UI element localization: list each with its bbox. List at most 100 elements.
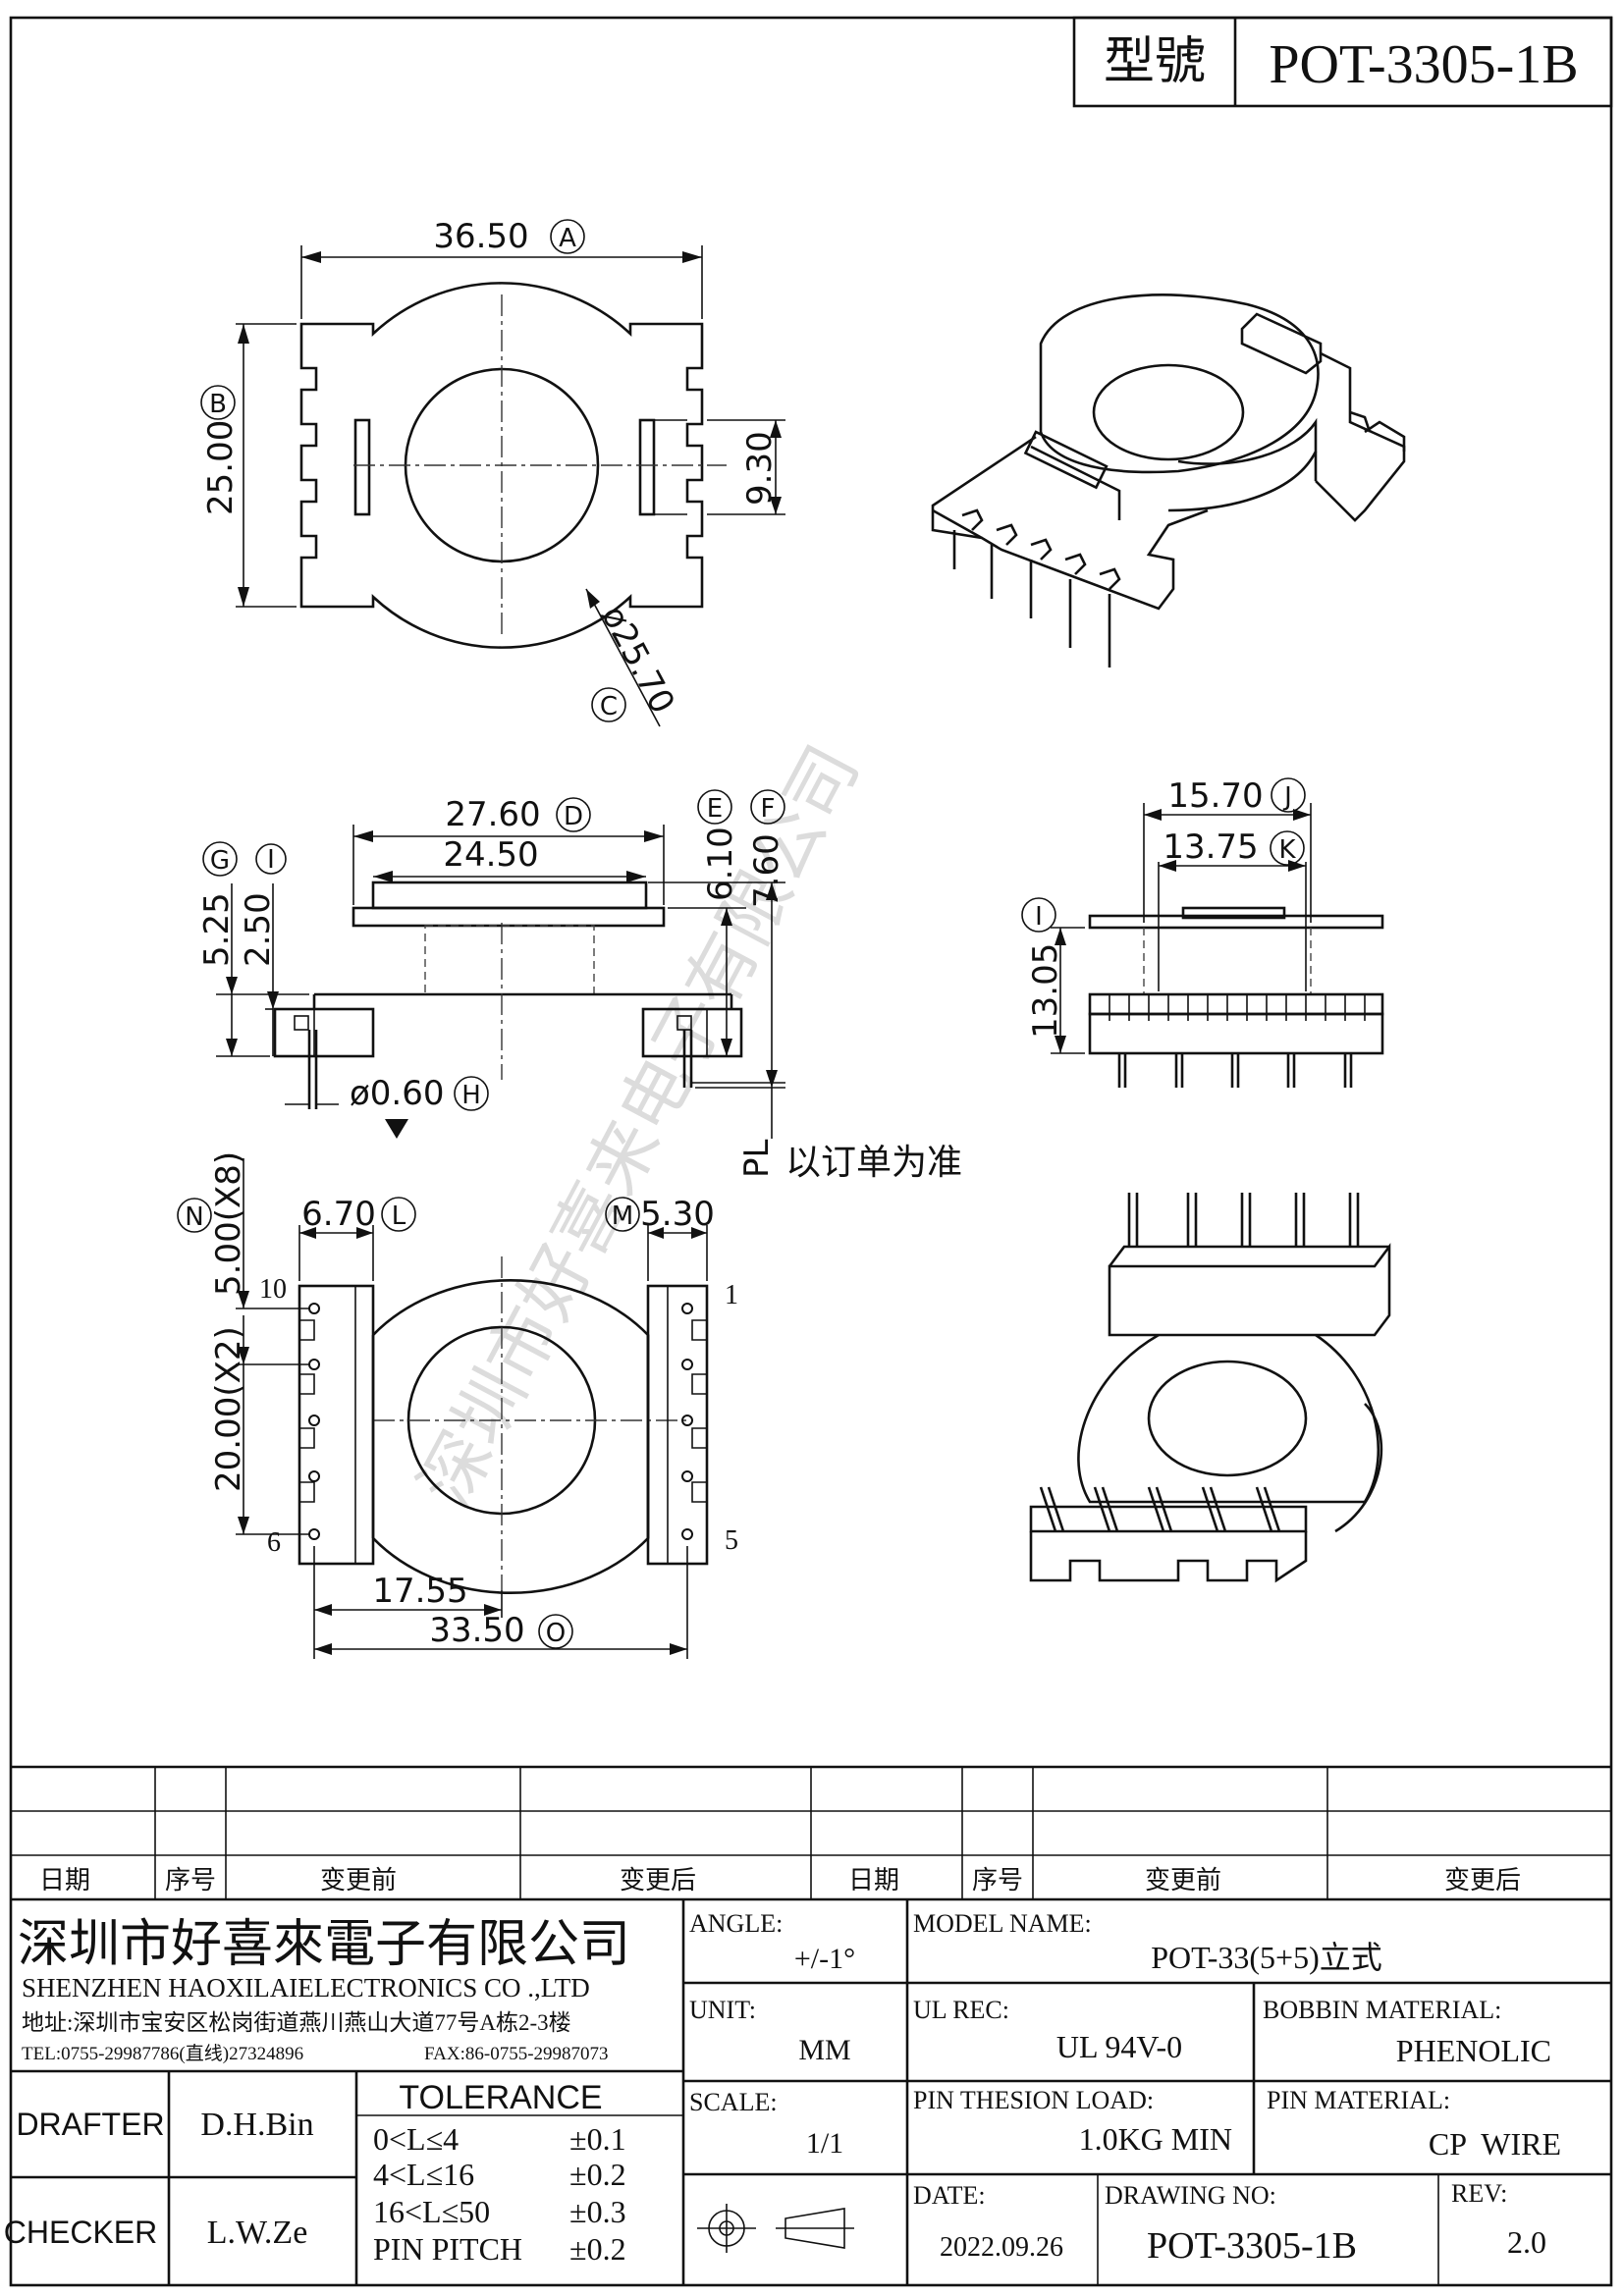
rev-header-no-2: 序号 — [972, 1865, 1023, 1895]
company-name-en: SHENZHEN HAOXILAIELECTRONICS CO .,LTD — [22, 1973, 590, 2002]
angle-label: ANGLE: — [689, 1909, 783, 1938]
tag-d: D — [564, 802, 583, 831]
dim-side-height: 13.05 — [1026, 943, 1065, 1039]
tag-c: C — [600, 692, 618, 721]
tag-f: F — [761, 794, 776, 824]
tolerance-range-2: 4<L≤16 — [373, 2157, 474, 2192]
date-value: 2022.09.26 — [940, 2232, 1063, 2263]
scale-label: SCALE: — [689, 2088, 778, 2116]
tolerance-value-3: ±0.3 — [569, 2194, 626, 2229]
dim-left-w: 6.70 — [301, 1195, 376, 1234]
dim-h2: 7.60 — [747, 833, 786, 908]
checker-value: L.W.Ze — [207, 2215, 308, 2251]
rev-header-before-1: 变更前 — [320, 1865, 397, 1895]
tag-k: K — [1278, 835, 1296, 865]
pin-label-1: 1 — [725, 1280, 738, 1310]
bobbin-value: PHENOLIC — [1396, 2033, 1551, 2068]
tag-i-side: I — [1035, 902, 1043, 932]
dim-right-w: 5.30 — [640, 1195, 715, 1234]
scale-value: 1/1 — [806, 2127, 843, 2160]
pin-load-label: PIN THESION LOAD: — [913, 2086, 1154, 2114]
pin-label-10: 10 — [259, 1274, 287, 1305]
date-label: DATE: — [913, 2181, 986, 2210]
checker-label: CHECKER — [4, 2215, 157, 2250]
angle-value: +/-1° — [794, 1943, 855, 1975]
tolerance-value-1: ±0.1 — [569, 2121, 626, 2157]
pin-material-value: CP WIRE — [1429, 2126, 1561, 2162]
dim-inner-width: 24.50 — [443, 835, 538, 875]
pl-note: 以订单为准 — [785, 1142, 962, 1182]
sheet-border — [9, 16, 1613, 2287]
front-view: 27.60 D 24.50 6.10 E 7.60 F 5.25 G — [197, 789, 962, 1182]
tag-l: L — [392, 1201, 406, 1231]
tag-e: E — [707, 794, 723, 824]
drafter-label: DRAFTER — [16, 2107, 164, 2142]
rev-header-after-2: 变更后 — [1444, 1865, 1521, 1895]
iso-view-bottom — [1029, 1193, 1391, 1583]
rev-header-no-1: 序号 — [165, 1865, 216, 1895]
dim-h1: 6.10 — [701, 827, 740, 901]
rev-header-date-1: 日期 — [39, 1865, 90, 1895]
rev-label: REV: — [1451, 2179, 1507, 2208]
title-block: 深圳市好喜來電子有限公司 SHENZHEN HAOXILAIELECTRONIC… — [4, 1899, 1611, 2285]
unit-label: UNIT: — [689, 1996, 756, 2024]
dim-height: 25.00 — [201, 420, 241, 515]
dim-base-h1: 5.25 — [197, 892, 237, 967]
company-name-cn: 深圳市好喜來電子有限公司 — [18, 1917, 630, 1973]
side-view: 15.70 J 13.75 K 13.05 I — [1021, 776, 1384, 1088]
tag-g: G — [210, 846, 230, 876]
tolerance-value-4: ±0.2 — [569, 2231, 626, 2267]
model-label: 型號 — [1104, 34, 1206, 90]
rev-header-date-2: 日期 — [848, 1865, 899, 1895]
dim-side-w2: 13.75 — [1163, 828, 1258, 867]
tolerance-range-4: PIN PITCH — [373, 2231, 522, 2267]
tag-b: B — [209, 390, 227, 419]
company-address: 地址:深圳市宝安区松岗街道燕川燕山大道77号A栋2-3楼 — [22, 2010, 571, 2035]
dim-base-h2: 2.50 — [239, 892, 278, 967]
model-name-label: MODEL NAME: — [913, 1909, 1092, 1938]
pin-label-6: 6 — [267, 1527, 281, 1558]
tag-j: J — [1282, 782, 1292, 812]
tag-n: N — [185, 1202, 203, 1232]
dim-span: 20.00(X2) — [209, 1326, 248, 1492]
ul-label: UL REC: — [913, 1996, 1009, 2024]
model-value: POT-3305-1B — [1269, 34, 1578, 95]
tolerance-title: TOLERANCE — [399, 2079, 602, 2116]
dim-pl: PL — [737, 1139, 777, 1178]
drafter-value: D.H.Bin — [200, 2107, 313, 2143]
tag-h: H — [461, 1081, 481, 1110]
ul-value: UL 94V-0 — [1056, 2029, 1182, 2064]
tolerance-value-2: ±0.2 — [569, 2157, 626, 2192]
revision-table: 日期 序号 变更前 变更后 日期 序号 变更前 变更后 — [11, 1765, 1611, 1901]
model-name-value: POT-33(5+5)立式 — [1151, 1940, 1382, 1975]
dim-pitch: 5.00(X8) — [209, 1151, 248, 1296]
tag-i-front: I — [267, 845, 275, 875]
dim-width: 36.50 — [433, 217, 528, 256]
dim-slot: 9.30 — [740, 431, 780, 506]
dim-pin-dia: ø0.60 — [350, 1074, 445, 1113]
bobbin-label: BOBBIN MATERIAL: — [1263, 1996, 1501, 2024]
header-model-box: 型號 POT-3305-1B — [1072, 16, 1613, 108]
company-tel: TEL:0755-29987786(直线)27324896 — [22, 2043, 303, 2064]
rev-header-before-2: 变更前 — [1145, 1865, 1221, 1895]
top-view: 36.50 A 25.00 B 9.30 ø25.70 C — [200, 217, 785, 727]
bottom-view: 10 1 6 5 6.70 L M 5.30 5.00(X8) N 2 — [177, 1151, 738, 1659]
pin-label-5: 5 — [725, 1525, 738, 1556]
dim-half: 17.55 — [372, 1572, 467, 1611]
pin-load-value: 1.0KG MIN — [1079, 2121, 1232, 2157]
dim-side-w1: 15.70 — [1167, 776, 1263, 816]
dim-flange-width: 27.60 — [445, 795, 540, 834]
rev-value: 2.0 — [1507, 2224, 1546, 2260]
rev-header-after-1: 变更后 — [620, 1865, 696, 1895]
tolerance-range-3: 16<L≤50 — [373, 2194, 490, 2229]
company-fax: FAX:86-0755-29987073 — [424, 2044, 609, 2064]
drawing-no-label: DRAWING NO: — [1105, 2181, 1276, 2210]
dim-total: 33.50 — [429, 1611, 524, 1650]
pin-material-label: PIN MATERIAL: — [1267, 2086, 1450, 2114]
tag-m: M — [612, 1201, 633, 1231]
iso-view-top — [931, 294, 1406, 667]
unit-value: MM — [798, 2034, 850, 2066]
tag-a: A — [559, 224, 576, 253]
datum-triangle — [385, 1119, 408, 1139]
